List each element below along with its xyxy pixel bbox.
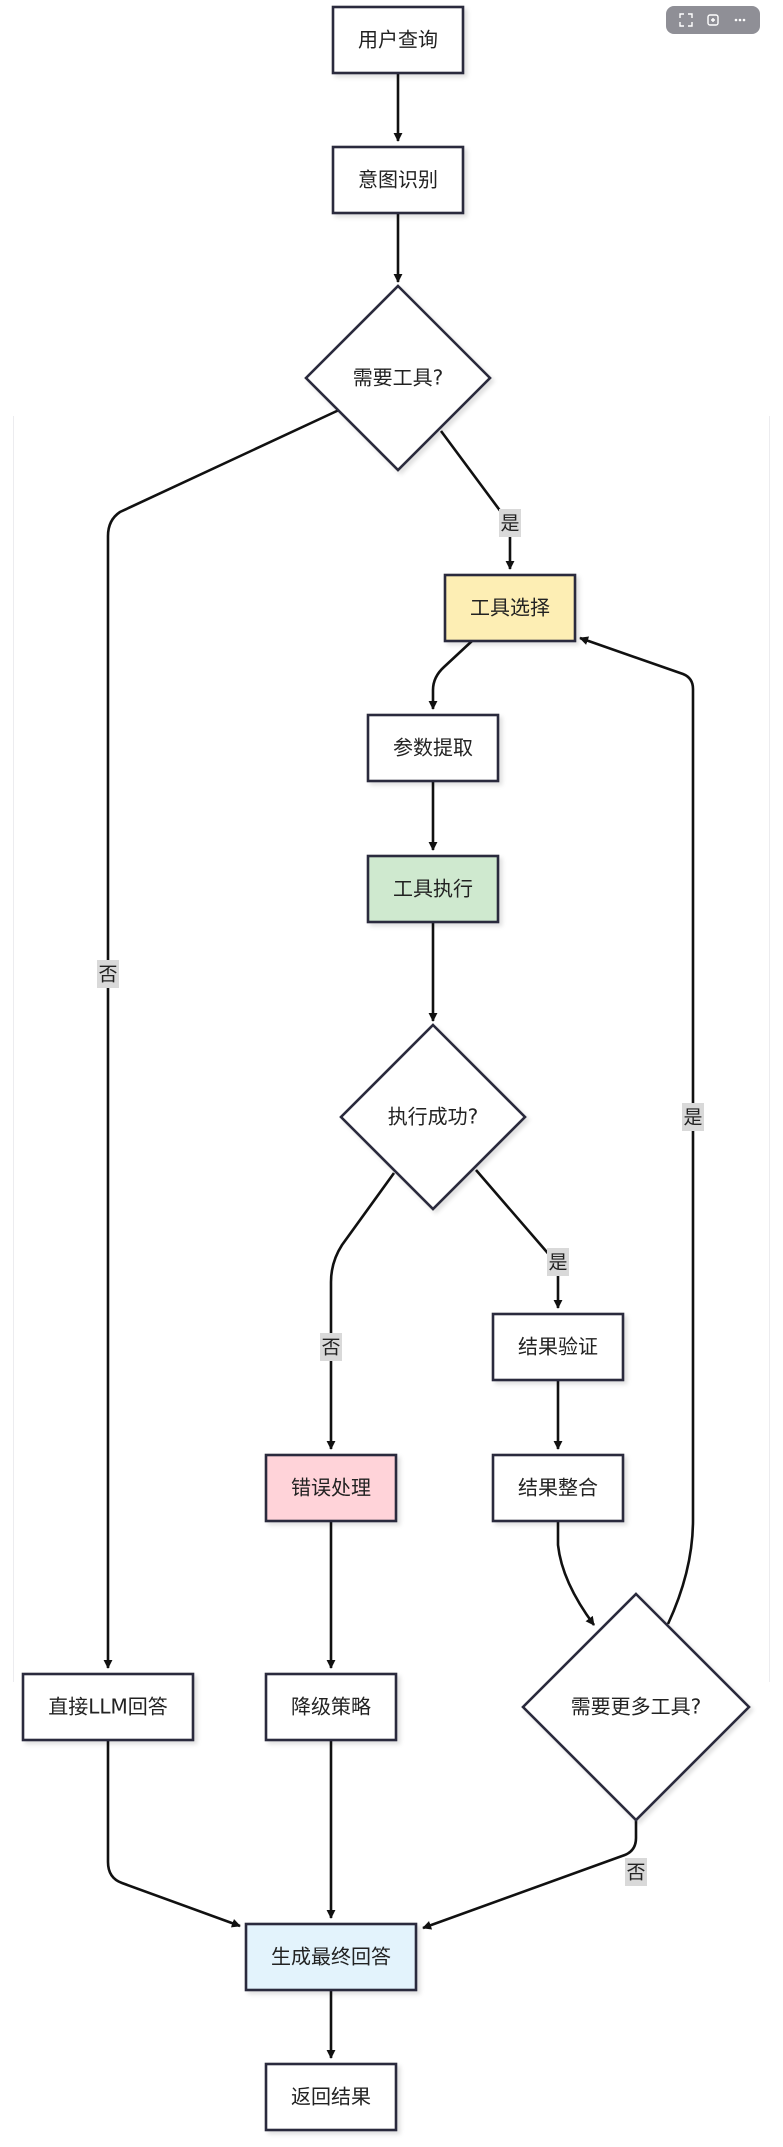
node-direct-llm[interactable]: 直接LLM回答	[21, 1672, 195, 1742]
node-user-query[interactable]: 用户查询	[331, 5, 465, 75]
edge-result-merge-to-need-more	[556, 1521, 596, 1626]
edge-label-text: 否	[321, 1337, 340, 1359]
edge-label-background	[547, 1248, 569, 1276]
edge-exec-success-to-error-handle	[326, 1172, 396, 1450]
node-shape-rect	[331, 145, 465, 215]
edges-layer	[103, 73, 695, 2059]
frame-border-left	[13, 416, 14, 1682]
node-label: 错误处理	[291, 1476, 371, 1500]
edge-label-text: 是	[548, 1252, 567, 1274]
edge-need-more-to-final-answer	[422, 1820, 638, 1930]
node-error-handle[interactable]: 错误处理	[264, 1453, 398, 1523]
node-label: 直接LLM回答	[48, 1695, 168, 1719]
node-label: 需要更多工具?	[571, 1695, 702, 1719]
node-label: 返回结果	[291, 2085, 371, 2109]
node-label: 意图识别	[358, 168, 438, 192]
copy-icon[interactable]	[702, 9, 724, 31]
node-shape-rect	[491, 1312, 625, 1382]
node-shape-rect	[244, 1922, 418, 1992]
node-shape-rect	[21, 1672, 195, 1742]
edge-label-background	[97, 960, 119, 988]
edge-exec-success-to-result-verify	[475, 1169, 563, 1309]
edge-label-need-tool-to-direct-llm: 否	[97, 960, 119, 988]
node-shape-rect	[491, 1453, 625, 1523]
edge-label-background	[320, 1333, 342, 1361]
expand-icon[interactable]	[675, 9, 697, 31]
node-fallback[interactable]: 降级策略	[264, 1672, 398, 1742]
edge-label-text: 否	[626, 1862, 645, 1884]
node-shape-rect	[264, 1672, 398, 1742]
edge-label-need-tool-to-tool-select: 是	[499, 509, 521, 537]
node-label: 结果验证	[518, 1335, 598, 1359]
edge-label-need-more-to-final-answer: 否	[625, 1858, 647, 1886]
edge-tool-select-to-param-extract	[428, 640, 473, 710]
node-shape-diamond	[339, 1023, 527, 1211]
node-shape-rect	[264, 2062, 398, 2132]
node-exec-success[interactable]: 执行成功?	[339, 1023, 527, 1211]
edge-label-text: 否	[98, 964, 117, 986]
node-shape-rect	[264, 1453, 398, 1523]
more-icon[interactable]	[729, 9, 751, 31]
edge-label-text: 是	[683, 1107, 702, 1129]
node-label: 需要工具?	[353, 366, 444, 390]
node-need-more[interactable]: 需要更多工具?	[521, 1592, 751, 1822]
node-result-verify[interactable]: 结果验证	[491, 1312, 625, 1382]
node-shape-diamond	[304, 284, 492, 472]
node-label: 生成最终回答	[271, 1945, 391, 1969]
edge-direct-llm-to-final-answer	[106, 1740, 241, 1928]
node-tool-exec[interactable]: 工具执行	[366, 854, 500, 924]
node-final-answer[interactable]: 生成最终回答	[244, 1922, 418, 1992]
node-shape-rect	[366, 713, 500, 783]
diagram-toolbar	[666, 6, 760, 34]
node-tool-select[interactable]: 工具选择	[443, 573, 577, 643]
node-label: 工具执行	[393, 877, 473, 901]
node-label: 参数提取	[393, 736, 473, 760]
edge-label-exec-success-to-result-verify: 是	[547, 1248, 569, 1276]
node-need-tool[interactable]: 需要工具?	[304, 284, 492, 472]
edge-label-text: 是	[500, 513, 519, 535]
edge-need-more-to-tool-select	[579, 636, 695, 1625]
node-return-result[interactable]: 返回结果	[264, 2062, 398, 2132]
edge-label-background	[625, 1858, 647, 1886]
node-label: 结果整合	[518, 1476, 598, 1500]
edge-label-need-more-to-tool-select: 是	[682, 1103, 704, 1131]
edge-label-background	[499, 509, 521, 537]
edge-label-exec-success-to-error-handle: 否	[320, 1333, 342, 1361]
node-label: 工具选择	[470, 596, 550, 620]
edge-need-tool-to-direct-llm	[103, 408, 340, 1669]
edge-label-background	[682, 1103, 704, 1131]
node-param-extract[interactable]: 参数提取	[366, 713, 500, 783]
node-label: 降级策略	[291, 1695, 371, 1719]
node-shape-rect	[366, 854, 500, 924]
node-shape-diamond	[521, 1592, 751, 1822]
node-shape-rect	[331, 5, 465, 75]
edge-need-tool-to-tool-select	[439, 430, 515, 570]
node-label: 执行成功?	[388, 1105, 479, 1129]
frame-border-right	[769, 416, 770, 1682]
node-intent[interactable]: 意图识别	[331, 145, 465, 215]
node-label: 用户查询	[358, 28, 438, 52]
node-result-merge[interactable]: 结果整合	[491, 1453, 625, 1523]
node-shape-rect	[443, 573, 577, 643]
